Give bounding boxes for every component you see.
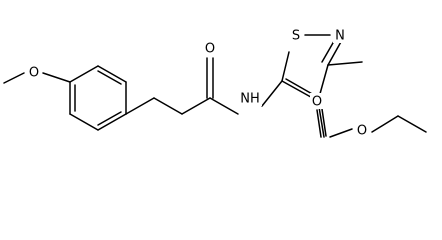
atom-ester-ether-oxygen: O	[357, 124, 367, 139]
atom-amide-oxygen: O	[205, 42, 215, 57]
bond-benzene-1	[69, 65, 99, 83]
atom-ester-carbonyl-oxygen: O	[312, 95, 322, 110]
atom-ring-sulfur: S	[292, 29, 300, 44]
bond-ch2-carbonyl	[153, 97, 183, 115]
bond-o-ring	[42, 72, 71, 83]
bond-carbonyl-amide-c	[181, 97, 211, 115]
bond-benzene-2	[97, 65, 127, 83]
bond-benzene-inner-2	[97, 111, 122, 126]
bond-amide-c-n	[209, 97, 239, 115]
bond-c4-c5-2	[285, 78, 315, 96]
atom-amide-nitrogen: NH	[240, 92, 260, 107]
atom-ring-nitrogen: N	[335, 29, 345, 44]
bond-benzene-inner-1	[97, 70, 122, 85]
bond-benzene-5	[69, 113, 99, 131]
bond-ester-co-1	[316, 109, 322, 138]
atom-methoxy-oxygen: O	[29, 66, 39, 81]
bond-c5-s	[281, 51, 290, 82]
bond-o-ethyl-1	[371, 115, 399, 133]
bond-n-ring	[261, 80, 283, 107]
bond-n-c3-1	[327, 39, 343, 66]
bond-benzene-4	[97, 113, 127, 131]
structure-canvas: O O NH S N O O	[3, 27, 427, 139]
bond-ring-ch2	[125, 97, 155, 115]
bond-ester-co-2	[321, 108, 327, 137]
bond-c3-methyl	[327, 61, 363, 66]
bond-methyl-o	[3, 72, 25, 84]
bond-ester-c-o	[329, 128, 353, 138]
molecule-drawing: O O NH S N O O	[3, 27, 427, 139]
bond-ethyl-2	[397, 115, 427, 133]
